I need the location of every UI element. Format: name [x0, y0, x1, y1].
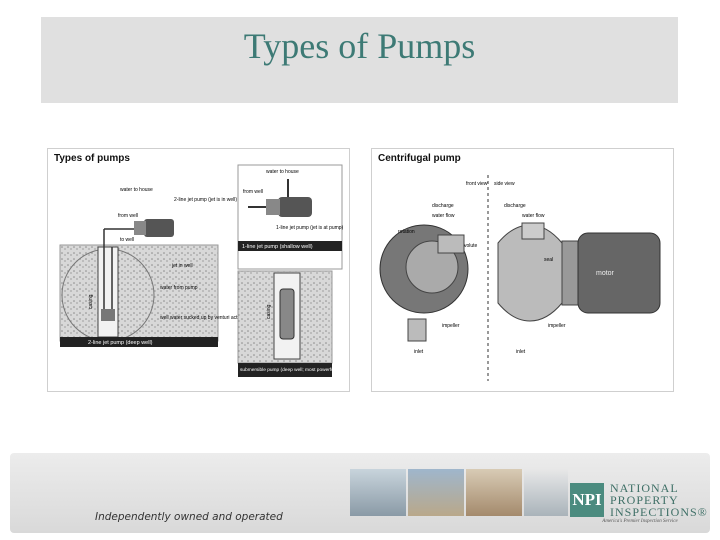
- centrifugal-pump-figure: Centrifugal pump front view side view di…: [371, 148, 674, 392]
- types-of-pumps-figure: Types of pumps water to house from well …: [47, 148, 350, 392]
- photo-report: [524, 469, 568, 516]
- npi-logo-mark: NPI: [570, 483, 604, 517]
- label-inlet-side: inlet: [516, 349, 526, 355]
- label-casing-right: casing: [266, 304, 272, 319]
- label-well-water: well water sucked up by venturi action: [160, 315, 244, 321]
- label-rotation: rotation: [398, 229, 415, 235]
- pump-motor: [578, 233, 660, 313]
- label-water-to-house-top: water to house: [266, 169, 299, 175]
- label-jet-in-well: jet in well: [171, 263, 193, 269]
- label-from-well-top: from well: [243, 189, 263, 195]
- photo-inspectors: [350, 469, 406, 516]
- label-discharge-front: discharge: [432, 203, 454, 209]
- slide-title: Types of Pumps: [41, 25, 678, 67]
- submersible-pump-body: [280, 289, 294, 339]
- label-water-flow-side: water flow: [522, 213, 545, 219]
- label-discharge-side: discharge: [504, 203, 526, 209]
- types-of-pumps-title: Types of pumps: [54, 153, 130, 164]
- label-motor: motor: [596, 270, 615, 277]
- label-to-well: to well: [120, 237, 134, 243]
- label-casing-left: casing: [88, 294, 94, 309]
- seal-plate: [562, 241, 578, 305]
- title-band: Types of Pumps: [41, 17, 678, 103]
- two-line-pump-housing: [134, 221, 146, 235]
- shallow-pump-motor: [278, 197, 312, 217]
- label-inlet-front: inlet: [414, 349, 424, 355]
- inlet-pipe-front: [408, 319, 426, 341]
- label-water-to-house: water to house: [120, 187, 153, 193]
- label-seal: seal: [544, 257, 553, 263]
- npi-logo: NPI NATIONAL PROPERTY INSPECTIONS® Ameri…: [570, 479, 710, 529]
- label-impeller-side: impeller: [548, 323, 566, 329]
- label-two-line: 2-line jet pump (jet is in well): [174, 197, 237, 203]
- photo-meeting: [466, 469, 522, 516]
- footer-tagline: Independently owned and operated: [95, 511, 283, 523]
- label-impeller-front: impeller: [442, 323, 460, 329]
- shallow-pump-housing: [266, 199, 280, 215]
- label-side-view: side view: [494, 181, 515, 187]
- label-one-line-jet: 1-line jet pump (jet is at pump): [276, 225, 344, 231]
- caption-submersible: submersible pump (deep well; most powerf…: [240, 367, 337, 373]
- centrifugal-pump-title: Centrifugal pump: [378, 153, 461, 164]
- jet-in-well: [101, 309, 115, 321]
- two-line-pump-motor: [144, 219, 174, 237]
- deep-well-casing: [98, 247, 118, 337]
- caption-deep-well: 2-line jet pump (deep well): [88, 340, 153, 346]
- label-water-from-pump: water from pump: [160, 285, 198, 291]
- types-of-pumps-diagram: water to house from well 1-line jet pump…: [48, 149, 349, 391]
- discharge-pipe-front: [438, 235, 464, 253]
- label-water-flow-front: water flow: [432, 213, 455, 219]
- centrifugal-pump-diagram: front view side view discharge water flo…: [372, 149, 673, 391]
- footer: Independently owned and operated NPI NAT…: [10, 453, 710, 533]
- photo-building: [408, 469, 464, 516]
- logo-subtitle: America's Premier Inspection Service: [570, 519, 710, 524]
- logo-line-inspections: INSPECTIONS®: [610, 505, 708, 520]
- label-volute: volute: [464, 243, 478, 249]
- label-from-well: from well: [118, 213, 138, 219]
- label-front-view: front view: [466, 181, 488, 187]
- caption-shallow-well: 1-line jet pump (shallow well): [242, 244, 313, 250]
- discharge-pipe-side: [522, 223, 544, 239]
